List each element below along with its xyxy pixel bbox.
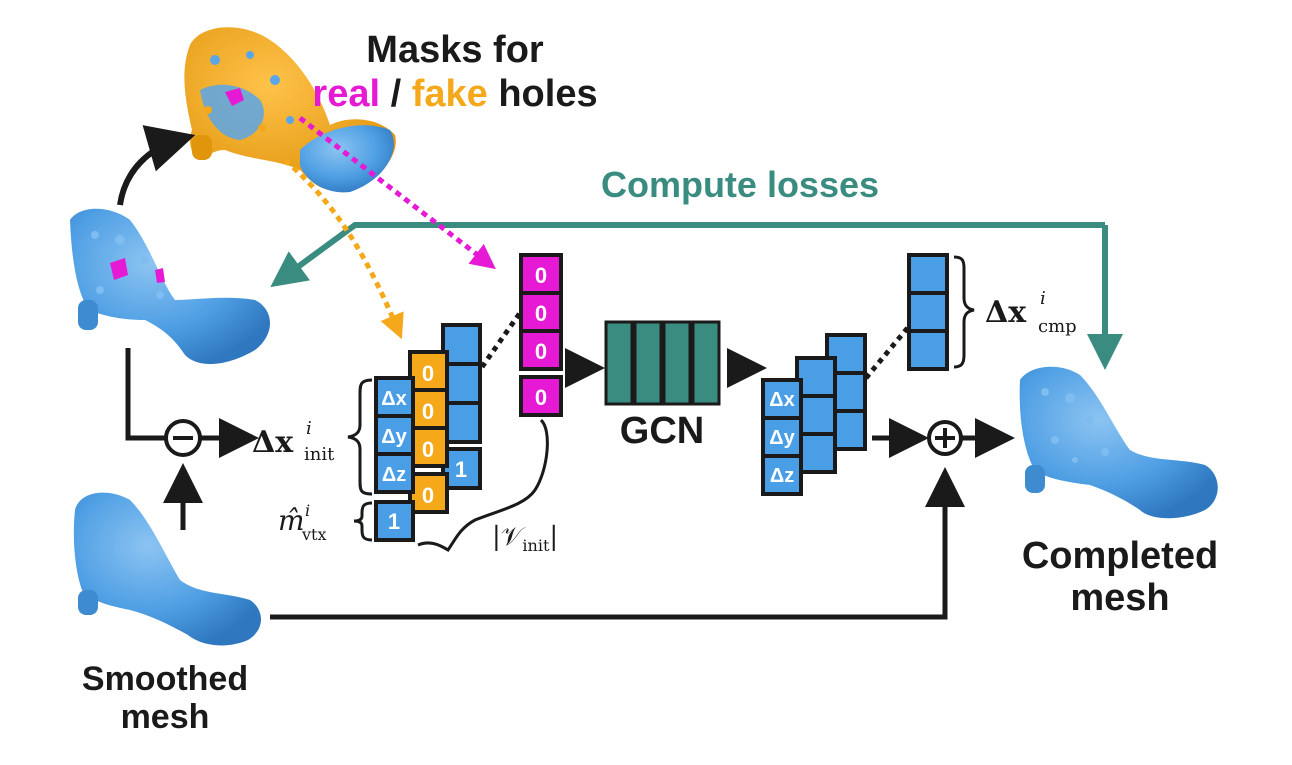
fake-mask-value-4: 0 (422, 483, 434, 508)
skip-connection-arrow (270, 467, 965, 620)
output-back-column-1 (795, 356, 837, 474)
output-dy: Δy (769, 427, 795, 449)
dx-init-sub: init (304, 444, 335, 465)
mvtx-sub: vtx (301, 525, 327, 544)
fake-mask-value-3: 0 (422, 437, 434, 462)
v-init-label: |𝒱init| (492, 522, 558, 555)
dx-init-sup: i (306, 418, 312, 439)
real-hole-marker (110, 258, 128, 280)
completed-mesh-label-1: Completed (1022, 535, 1218, 577)
mvtx-sup: i (305, 501, 310, 520)
completed-mesh-icon (1019, 366, 1218, 519)
back-column-value: 1 (455, 457, 467, 482)
real-mask-value-3: 0 (535, 339, 547, 364)
gcn-block (604, 320, 721, 406)
cmp-column (907, 253, 949, 371)
title-line1: Masks for (366, 29, 544, 71)
curved-arrow (117, 125, 196, 206)
back-column-dotted (479, 308, 525, 369)
real-mask-value-1: 0 (535, 263, 547, 288)
smoothed-mesh-icon (73, 492, 262, 646)
real-mask-value-2: 0 (535, 301, 547, 326)
dx-init-label: Δx (252, 425, 294, 460)
smoothed-mesh-label-2: mesh (121, 698, 210, 736)
fake-mask-column: 0 0 0 0 (408, 350, 449, 514)
dx-cmp-label: Δx (985, 295, 1027, 330)
input-dx: Δx (381, 388, 407, 410)
cmp-brace (953, 255, 975, 369)
loss-arrow-left (270, 222, 1105, 288)
fake-mask-value-2: 0 (422, 399, 434, 424)
title-line2: real / fake holes (312, 73, 597, 115)
output-feature-column: Δx Δy Δz (761, 378, 803, 496)
title-real: real (312, 73, 380, 115)
real-hole-marker-2 (155, 268, 165, 283)
real-mask-column: 0 0 0 0 (519, 253, 563, 417)
gcn-label: GCN (620, 410, 704, 452)
mvtx-label: m̂ (278, 504, 305, 537)
cmp-dotted (864, 323, 912, 380)
input-dy: Δy (381, 426, 407, 448)
fake-mask-dotted-arrow (283, 158, 404, 340)
fake-mask-value-1: 0 (422, 361, 434, 386)
input-line (125, 348, 165, 441)
dx-cmp-sup: i (1040, 288, 1046, 309)
output-dx: Δx (769, 389, 795, 411)
input-mesh-icon (70, 208, 270, 365)
title-holes: holes (488, 73, 598, 115)
mask-mesh-icon (184, 27, 396, 193)
dx-cmp-sub: cmp (1038, 316, 1077, 337)
real-mask-value-4: 0 (535, 385, 547, 410)
title-slash: / (380, 73, 412, 115)
v-init-brace (417, 418, 549, 553)
input-feature-column: Δx Δy Δz 1 (374, 376, 415, 542)
smoothed-mesh-label-1: Smoothed (82, 660, 248, 698)
compute-losses-label: Compute losses (601, 164, 879, 205)
dx-init-brace (347, 378, 373, 496)
input-dz: Δz (382, 464, 406, 486)
input-mask-vtx: 1 (388, 509, 400, 534)
completed-mesh-label-2: mesh (1070, 577, 1169, 619)
output-dz: Δz (770, 465, 794, 487)
mvtx-brace (353, 501, 373, 542)
title-fake: fake (412, 73, 488, 115)
